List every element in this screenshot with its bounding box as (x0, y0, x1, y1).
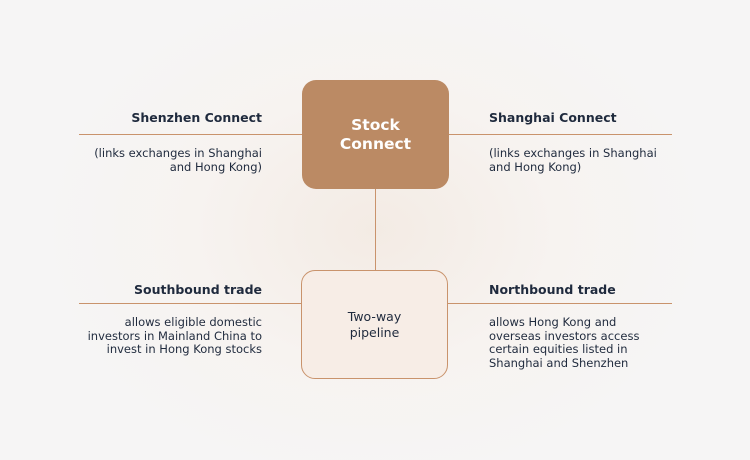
description-line: overseas investors access (489, 328, 640, 343)
description-line: certain equities listed in (489, 342, 628, 356)
northbound-trade-title: Northbound trade (489, 282, 616, 297)
description-line: allows Hong Kong and (489, 315, 617, 329)
southbound-trade-description: allows eligible domestic investors in Ma… (87, 315, 262, 357)
northbound-trade-description: allows Hong Kong and overseas investors … (489, 315, 640, 370)
two-way-pipeline-label-line: pipeline (349, 324, 400, 340)
two-way-pipeline-label-line: Two-way (347, 308, 402, 324)
southbound-trade-title: Southbound trade (134, 282, 262, 297)
connector-line-right-top (448, 134, 672, 135)
stock-connect-label-line: Stock (351, 115, 400, 134)
description-line: allows eligible domestic (124, 315, 262, 329)
shanghai-connect-description: (links exchanges in Shanghai and Hong Ko… (489, 146, 657, 174)
shanghai-connect-title: Shanghai Connect (489, 110, 617, 125)
description-line: Shanghai and Shenzhen (489, 355, 629, 370)
two-way-pipeline-box: Two-way pipeline (301, 270, 448, 379)
description-line: invest in Hong Kong stocks (106, 342, 262, 356)
shenzhen-connect-title: Shenzhen Connect (131, 110, 262, 125)
stock-connect-box: Stock Connect (302, 80, 449, 189)
connector-line-vertical (375, 189, 376, 271)
stock-connect-label-line: Connect (339, 134, 412, 153)
description-line: investors in Mainland China to (87, 328, 262, 343)
connector-line-left-bottom (79, 303, 302, 304)
description-line: (links exchanges in Shanghai (489, 146, 657, 160)
shenzhen-connect-description: (links exchanges in Shanghai and Hong Ko… (94, 146, 262, 174)
description-line: (links exchanges in Shanghai (94, 146, 262, 160)
description-line: and Hong Kong) (169, 159, 262, 174)
description-line: and Hong Kong) (489, 159, 582, 174)
stock-connect-label: Stock Connect (340, 116, 411, 154)
connector-line-right-bottom (447, 303, 672, 304)
two-way-pipeline-label: Two-way pipeline (348, 309, 401, 341)
connector-line-left-top (79, 134, 303, 135)
